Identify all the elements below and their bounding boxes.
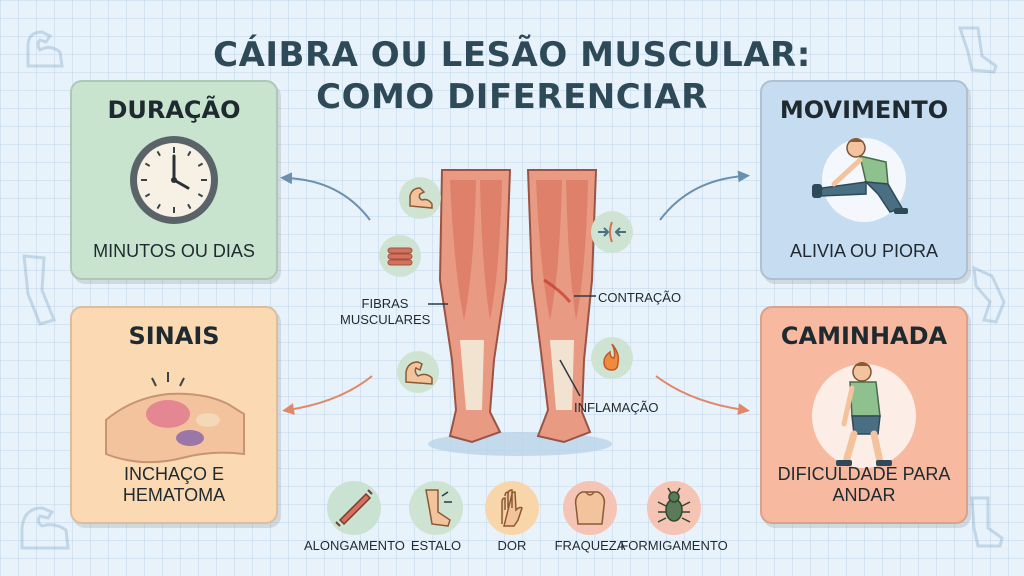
- title-line-1: CÁIBRA OU LESÃO MUSCULAR:: [213, 35, 811, 75]
- leg-deco-left-icon: [22, 254, 57, 326]
- label-contracao: CONTRAÇÃO: [598, 290, 682, 305]
- card-caminhada: CAMINHADA DIFICULDADE PARA ANDAR: [760, 306, 968, 524]
- card-caminhada-title: CAMINHADA: [780, 322, 948, 350]
- flexed-arm-deco-icon: [26, 30, 64, 68]
- person-stretching-icon: [812, 138, 908, 222]
- arm-deco-bottom-icon: [20, 506, 70, 550]
- card-movimento-title: MOVIMENTO: [779, 96, 949, 124]
- label-fibras-musculares: FIBRAS MUSCULARES: [340, 296, 431, 327]
- bruised-arm-icon: [105, 372, 245, 464]
- leg-deco-bottom-icon: [970, 496, 1004, 548]
- bottom-label-4: FORMIGAMENTO: [620, 538, 728, 553]
- person-limping-icon: [812, 362, 916, 468]
- label-inflamacao: INFLAMAÇÃO: [574, 400, 659, 415]
- muscle-fibers-icon: [379, 235, 421, 277]
- hand-pain-icon: [485, 481, 539, 535]
- knee-deco-icon: [972, 265, 1006, 324]
- bottom-label-1: ESTALO: [410, 538, 462, 553]
- page-title: CÁIBRA OU LESÃO MUSCULAR: COMO DIFERENCI…: [0, 34, 1024, 118]
- card-movimento-caption: ALIVIA OU PIORA: [789, 241, 939, 261]
- card-movimento: MOVIMENTO ALIVIA OU PIORA: [760, 80, 968, 280]
- bottom-label-3: FRAQUEZA: [554, 538, 626, 553]
- contraction-arrows-icon: [591, 211, 633, 253]
- arm-muscle-icon: [399, 177, 441, 219]
- card-sinais-caption: INCHAÇO E HEMATOMA: [122, 464, 226, 505]
- card-duracao-caption: MINUTOS OU DIAS: [93, 241, 255, 261]
- card-duracao: DURAÇÃO MINUTOS OU DIAS: [70, 80, 278, 280]
- card-sinais-title: SINAIS: [128, 322, 220, 350]
- stretch-muscle-icon: [327, 481, 381, 535]
- leg-snap-icon: [409, 481, 463, 535]
- bottom-label-0: ALONGAMENTO: [304, 538, 405, 553]
- title-line-2: COMO DIFERENCIAR: [316, 77, 708, 117]
- card-caminhada-caption: DIFICULDADE PARA ANDAR: [777, 464, 951, 505]
- leg-deco-icon: [957, 26, 998, 74]
- card-sinais: SINAIS INCHAÇO E HEMATOMA: [70, 306, 278, 524]
- card-duracao-title: DURAÇÃO: [107, 96, 241, 124]
- flexed-arm-icon: [397, 351, 439, 393]
- clock-icon: [130, 136, 218, 224]
- tingling-bug-icon: [647, 481, 701, 535]
- torso-weakness-icon: [563, 481, 617, 535]
- legs-muscle-illustration: [428, 169, 612, 456]
- bottom-label-2: DOR: [497, 538, 527, 553]
- flame-icon: [591, 337, 633, 379]
